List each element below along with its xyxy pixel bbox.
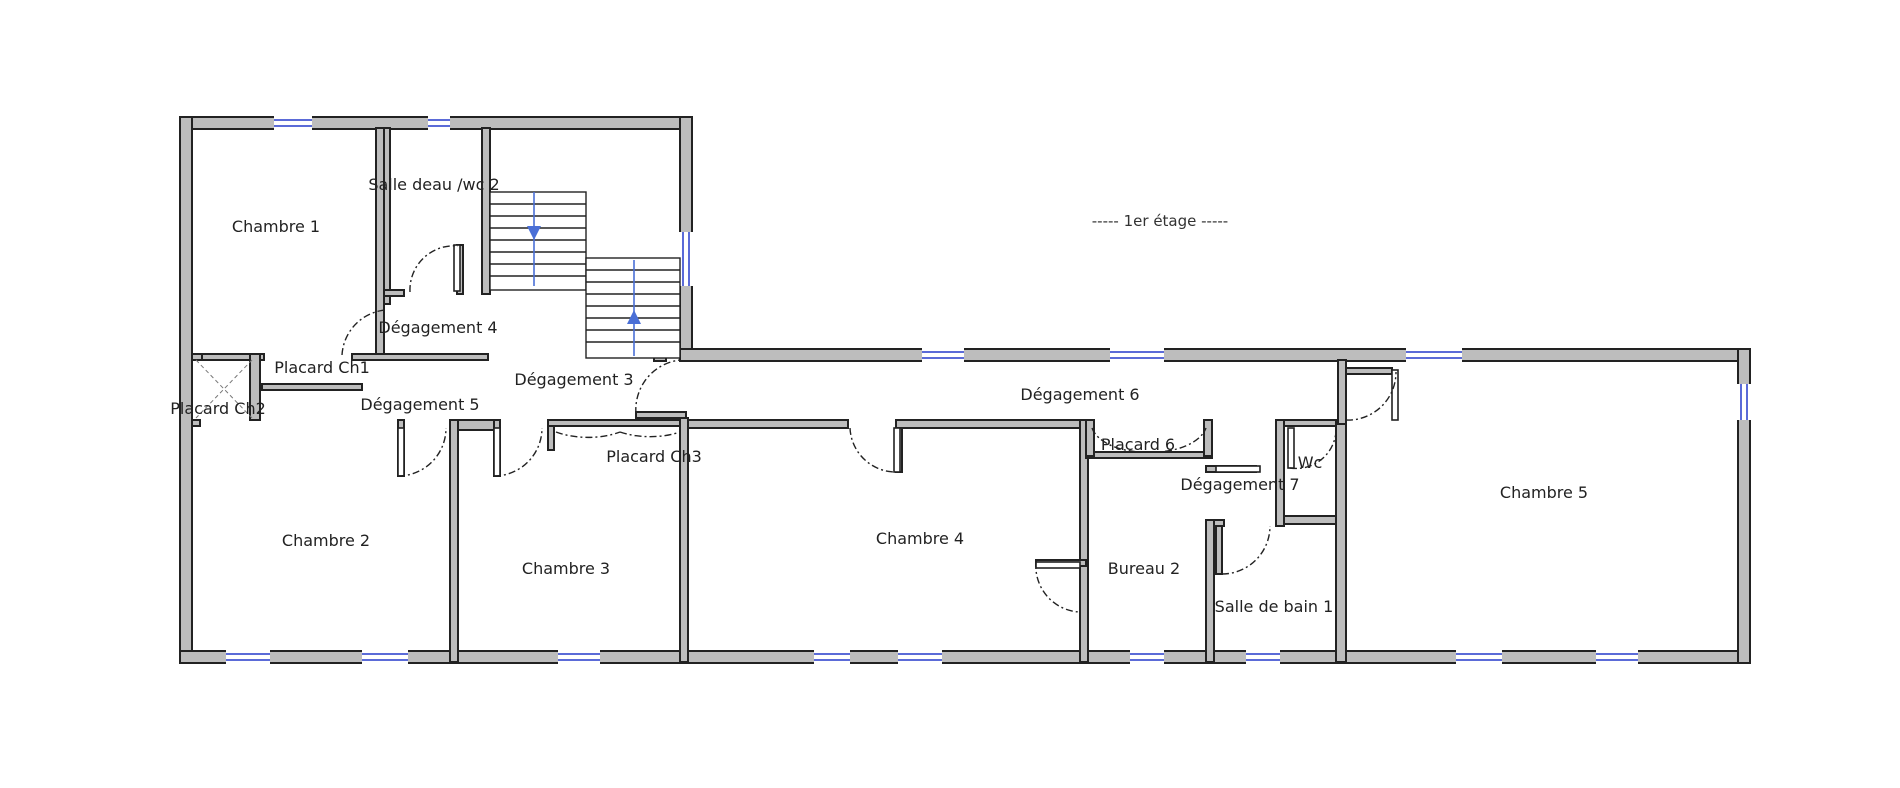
label-degagement-6: Dégagement 6 xyxy=(1020,385,1139,404)
outer-walls xyxy=(179,116,1751,664)
room-labels: ----- 1er étage ----- Chambre 1 Salle de… xyxy=(170,175,1588,616)
label-degagement-4: Dégagement 4 xyxy=(378,318,497,337)
label-chambre-5: Chambre 5 xyxy=(1500,483,1588,502)
label-salle-deau-wc2: Salle deau /wc 2 xyxy=(368,175,499,194)
label-placard-6: Placard 6 xyxy=(1101,435,1175,454)
label-degagement-3: Dégagement 3 xyxy=(514,370,633,389)
label-salle-de-bain-1: Salle de bain 1 xyxy=(1215,597,1334,616)
label-chambre-3: Chambre 3 xyxy=(522,559,610,578)
label-degagement-5: Dégagement 5 xyxy=(360,395,479,414)
level-title: ----- 1er étage ----- xyxy=(1092,212,1228,230)
label-placard-ch3: Placard Ch3 xyxy=(606,447,702,466)
interior-walls xyxy=(191,127,1393,663)
doors xyxy=(195,244,1399,613)
label-placard-ch1: Placard Ch1 xyxy=(274,358,370,377)
label-placard-ch2: Placard Ch2 xyxy=(170,399,266,418)
staircase xyxy=(489,191,681,359)
label-chambre-2: Chambre 2 xyxy=(282,531,370,550)
label-bureau-2: Bureau 2 xyxy=(1108,559,1180,578)
label-wc: Wc xyxy=(1298,453,1323,472)
label-degagement-7: Dégagement 7 xyxy=(1180,475,1299,494)
label-chambre-1: Chambre 1 xyxy=(232,217,320,236)
label-chambre-4: Chambre 4 xyxy=(876,529,964,548)
windows xyxy=(226,116,1751,664)
